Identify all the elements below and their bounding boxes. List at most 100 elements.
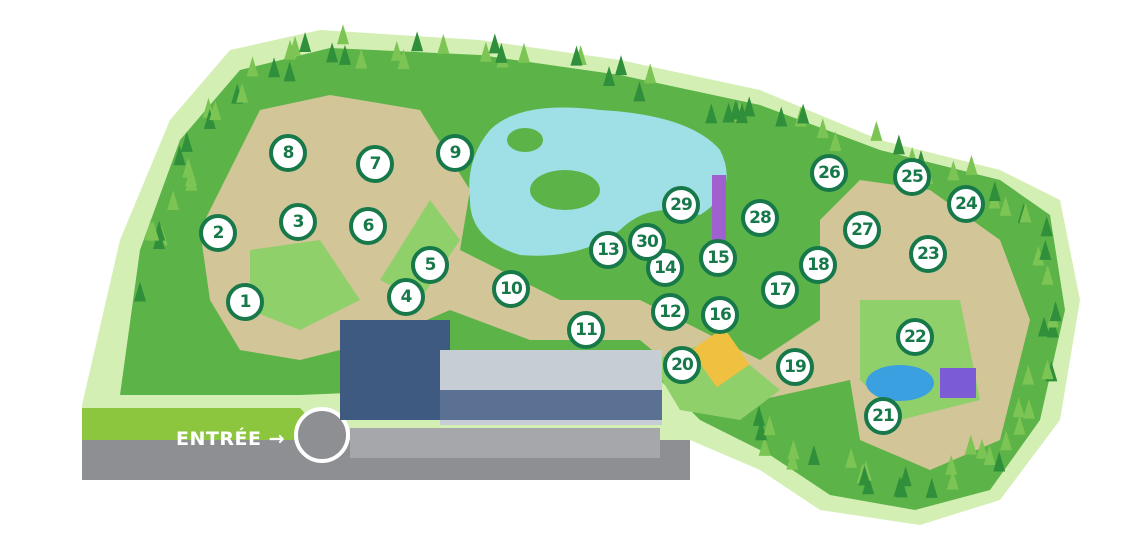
tree xyxy=(1000,430,1013,451)
tree xyxy=(246,56,259,77)
attraction-marker-29[interactable]: 29 xyxy=(662,186,700,224)
attraction-marker-16[interactable]: 16 xyxy=(701,296,739,334)
attraction-marker-17[interactable]: 17 xyxy=(761,271,799,309)
tree xyxy=(752,405,765,426)
tree xyxy=(167,190,180,211)
tree xyxy=(965,154,978,175)
tree xyxy=(390,40,403,61)
tree xyxy=(289,35,302,56)
attraction-marker-2[interactable]: 2 xyxy=(199,214,237,252)
tower xyxy=(712,175,726,245)
tree xyxy=(326,42,339,63)
island xyxy=(530,170,600,210)
attraction-marker-13[interactable]: 13 xyxy=(589,231,627,269)
tree xyxy=(633,81,646,102)
attraction-marker-23[interactable]: 23 xyxy=(909,235,947,273)
tree xyxy=(236,82,249,103)
tree xyxy=(495,42,508,63)
tree xyxy=(1039,239,1052,260)
attraction-marker-15[interactable]: 15 xyxy=(699,239,737,277)
tree xyxy=(479,41,492,62)
attraction-marker-4[interactable]: 4 xyxy=(387,278,425,316)
tree xyxy=(336,24,349,45)
tree xyxy=(925,477,938,498)
tree xyxy=(983,445,996,466)
attraction-marker-1[interactable]: 1 xyxy=(226,283,264,321)
tree xyxy=(787,439,800,460)
attraction-marker-8[interactable]: 8 xyxy=(269,134,307,172)
tree xyxy=(1012,397,1025,418)
tree xyxy=(644,63,657,84)
tree xyxy=(1019,202,1032,223)
tree xyxy=(999,195,1012,216)
attraction-marker-24[interactable]: 24 xyxy=(947,185,985,223)
attraction-marker-20[interactable]: 20 xyxy=(663,346,701,384)
tree xyxy=(1022,398,1035,419)
attraction-marker-11[interactable]: 11 xyxy=(567,311,605,349)
bouncy-castle xyxy=(940,368,976,398)
tree xyxy=(755,420,768,441)
tree xyxy=(1013,414,1026,435)
tree xyxy=(185,166,198,187)
tree xyxy=(1041,359,1054,380)
island xyxy=(507,128,543,152)
tree xyxy=(705,103,718,124)
attraction-marker-14[interactable]: 14 xyxy=(646,249,684,287)
attraction-marker-7[interactable]: 7 xyxy=(356,145,394,183)
tree xyxy=(209,100,222,121)
tree xyxy=(947,160,960,181)
tree xyxy=(355,48,368,69)
attraction-marker-19[interactable]: 19 xyxy=(776,348,814,386)
arrow-right-icon: → xyxy=(268,428,285,450)
tree xyxy=(722,102,735,123)
tree xyxy=(517,42,530,63)
attraction-marker-5[interactable]: 5 xyxy=(411,246,449,284)
attraction-marker-27[interactable]: 27 xyxy=(843,211,881,249)
tree xyxy=(299,31,312,52)
attraction-marker-26[interactable]: 26 xyxy=(810,154,848,192)
tree xyxy=(786,449,799,470)
tree xyxy=(147,220,160,241)
entrance-label: ENTRÉE → xyxy=(176,428,285,450)
tree xyxy=(735,103,748,124)
tree xyxy=(488,33,501,54)
tree xyxy=(397,48,410,69)
tree xyxy=(975,438,988,459)
tree xyxy=(1040,216,1053,237)
building-main xyxy=(340,320,450,420)
tree xyxy=(945,454,958,475)
attraction-marker-6[interactable]: 6 xyxy=(349,207,387,245)
attraction-marker-12[interactable]: 12 xyxy=(651,293,689,331)
attraction-marker-25[interactable]: 25 xyxy=(893,158,931,196)
tree xyxy=(858,465,871,486)
attraction-marker-28[interactable]: 28 xyxy=(741,199,779,237)
tree xyxy=(758,435,771,456)
roundabout xyxy=(294,407,350,463)
tree xyxy=(816,118,829,139)
tree xyxy=(964,434,977,455)
attraction-marker-30[interactable]: 30 xyxy=(628,223,666,261)
attraction-marker-21[interactable]: 21 xyxy=(864,397,902,435)
tree xyxy=(411,31,424,52)
attraction-marker-9[interactable]: 9 xyxy=(436,134,474,172)
attraction-marker-10[interactable]: 10 xyxy=(492,270,530,308)
entrance-lawn xyxy=(82,408,330,440)
tree xyxy=(763,415,776,436)
tree xyxy=(283,61,296,82)
tree xyxy=(1049,301,1062,322)
pool xyxy=(866,365,934,401)
attraction-marker-22[interactable]: 22 xyxy=(896,318,934,356)
tree xyxy=(1022,364,1035,385)
tree xyxy=(1032,245,1045,266)
tree xyxy=(437,33,450,54)
tree xyxy=(993,451,1006,472)
tree xyxy=(807,444,820,465)
attraction-marker-3[interactable]: 3 xyxy=(279,203,317,241)
entrance-text: ENTRÉE xyxy=(176,428,262,450)
attraction-marker-18[interactable]: 18 xyxy=(799,246,837,284)
tree xyxy=(1038,316,1051,337)
tree xyxy=(173,145,186,166)
tree xyxy=(1041,264,1054,285)
